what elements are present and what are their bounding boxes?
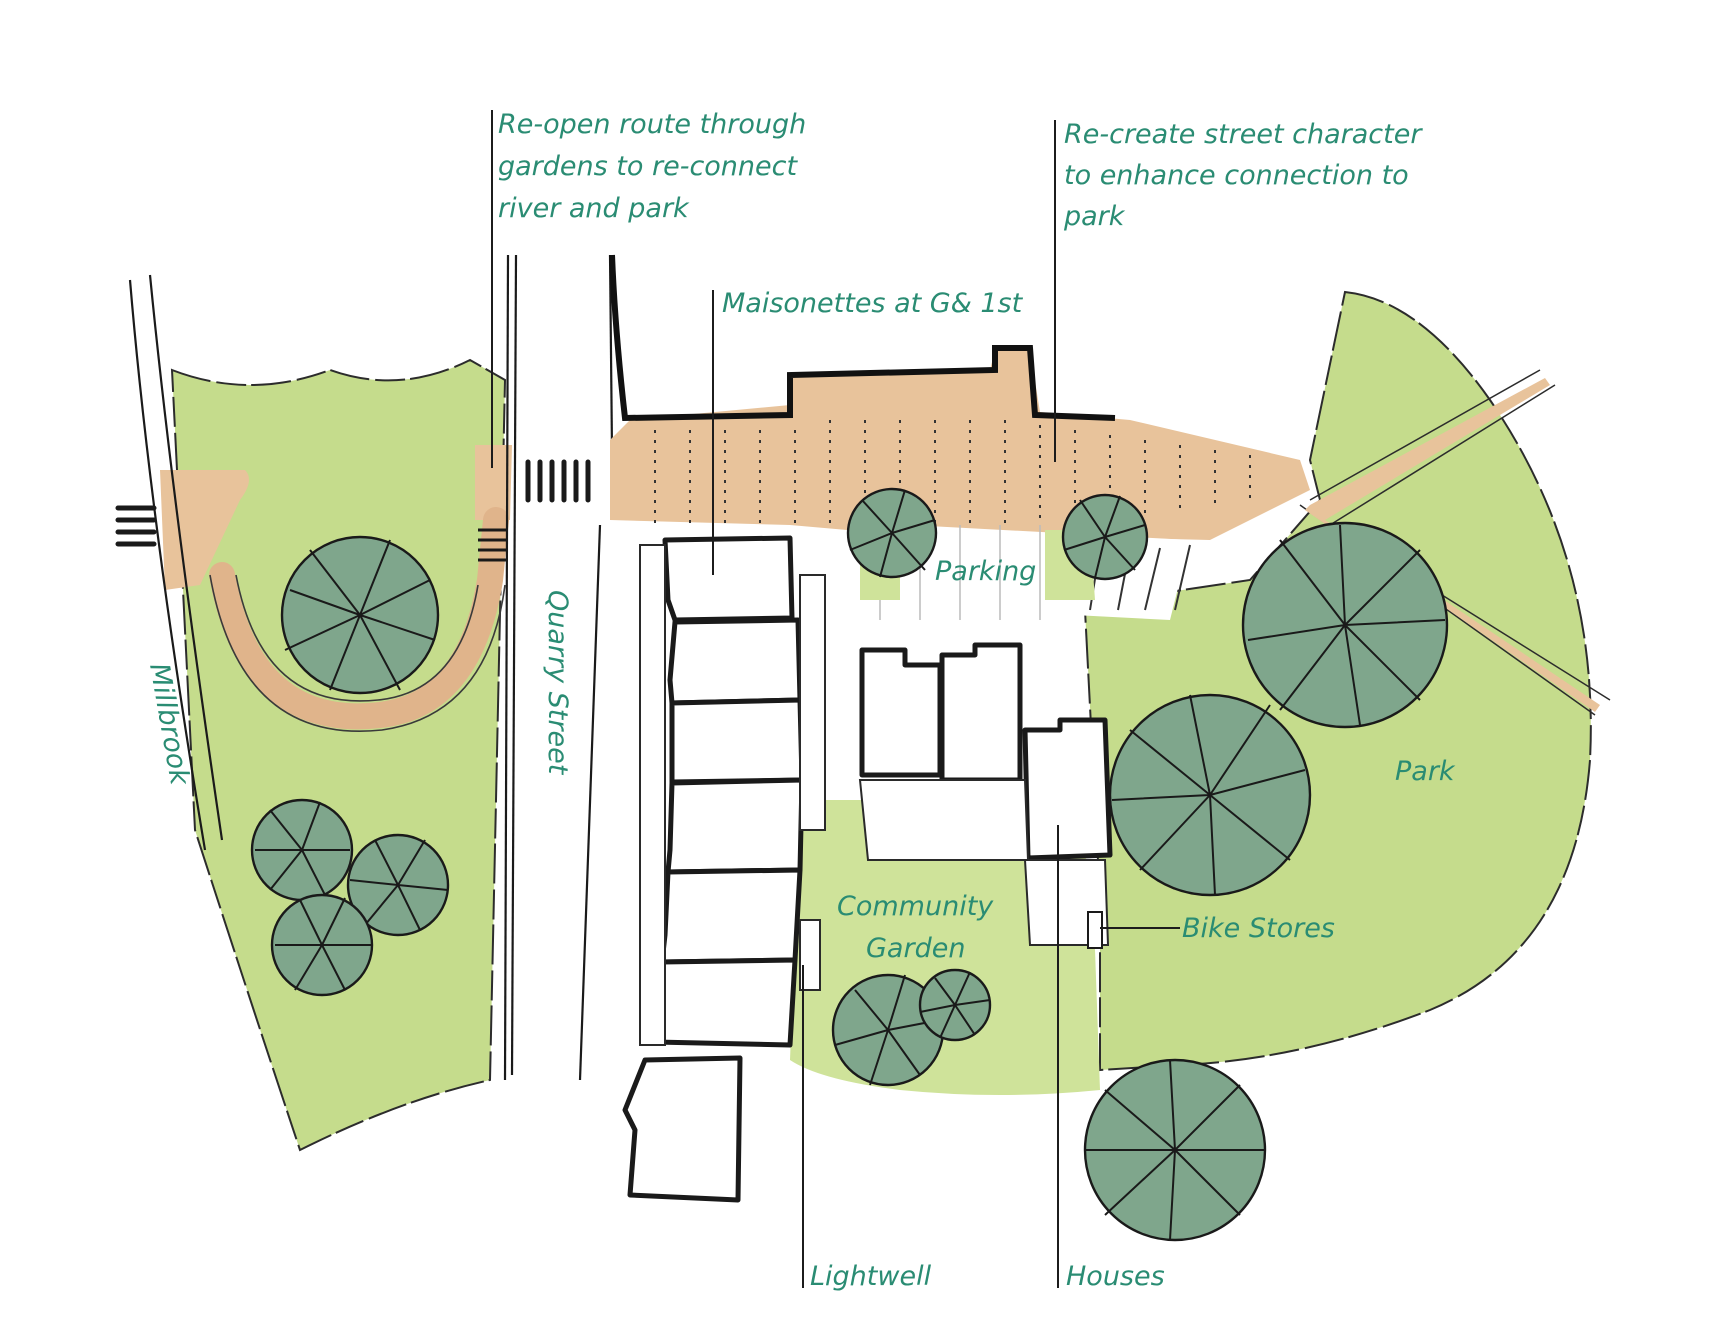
tree-icon <box>270 893 374 997</box>
tree-icon <box>1083 1058 1267 1242</box>
street-character-label-line-1: Re-create street character <box>1064 119 1423 150</box>
maisonettes-label: Maisonettes at G& 1st <box>722 288 1024 319</box>
community-garden-label-line-2: Garden <box>866 933 965 964</box>
tree-icon <box>280 535 440 695</box>
maisonettes-block <box>622 535 826 1203</box>
street-character-label-line-2: to enhance connection to <box>1064 160 1409 191</box>
street-character-label-line-3: park <box>1063 201 1126 232</box>
leader-lines <box>491 110 1180 1288</box>
millbrook-road <box>128 274 224 851</box>
street-paving-area <box>609 254 1310 540</box>
reopen-route-label-line-1: Re-open route through <box>498 109 806 140</box>
tree-icon <box>250 798 354 902</box>
tree-icon <box>846 487 938 579</box>
bike-stores-label: Bike Stores <box>1182 913 1335 944</box>
reopen-route-label-line-3: river and park <box>498 193 690 224</box>
small-crossing-icon <box>478 528 508 562</box>
tree-icon <box>1108 693 1312 897</box>
tree-canopies <box>250 487 1449 1242</box>
tree-icon <box>1061 493 1149 581</box>
millbrook-crossing-icon <box>115 505 157 547</box>
park-label: Park <box>1395 756 1456 787</box>
tree-icon <box>918 968 992 1042</box>
quarry-street-road <box>503 254 614 1081</box>
tree-icon <box>346 833 450 937</box>
bike-stores <box>1087 911 1103 949</box>
quarry-street-label: Quarry Street <box>542 590 573 776</box>
reopen-route-label-line-2: gardens to re-connect <box>498 151 798 182</box>
tree-icon <box>1241 521 1449 729</box>
houses-label: Houses <box>1066 1261 1165 1292</box>
parking-label: Parking <box>935 556 1036 587</box>
lightwell-label: Lightwell <box>810 1261 932 1292</box>
community-garden-label-line-1: Community <box>837 891 994 922</box>
west-green-area <box>160 358 512 1152</box>
zebra-crossing-icon <box>525 459 591 503</box>
